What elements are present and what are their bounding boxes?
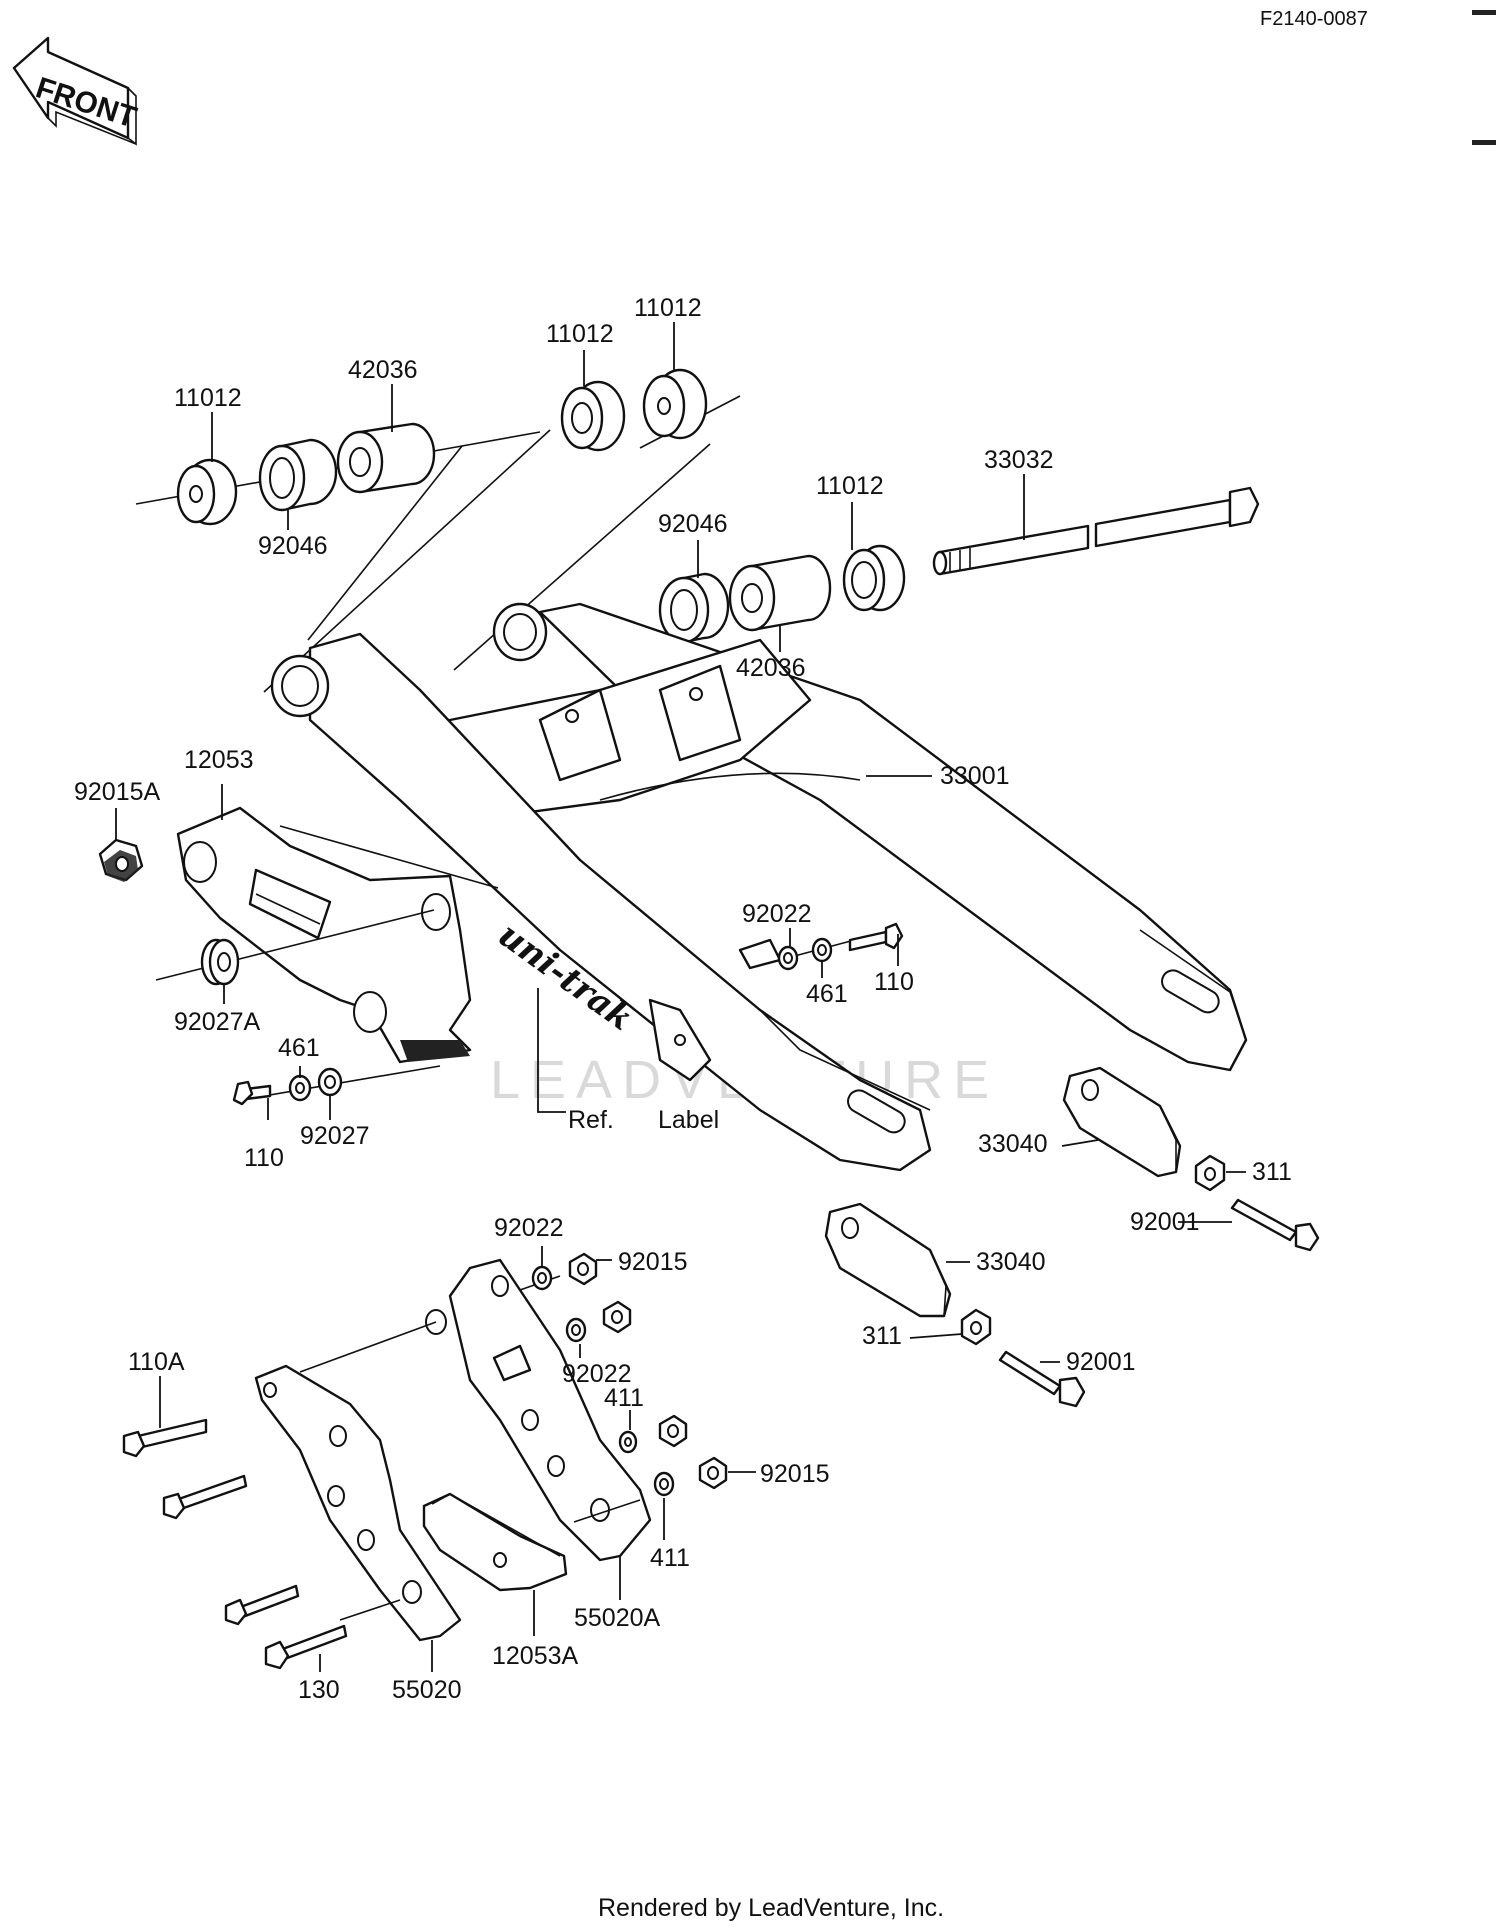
callout-55020: 55020	[392, 1676, 462, 1704]
swingarm-33001-icon	[263, 429, 1248, 1172]
callout-110: 110	[874, 968, 914, 996]
callout-411: 411	[650, 1544, 690, 1572]
chain-guide-12053-icon	[176, 806, 499, 1064]
callout-92022: 92022	[562, 1360, 632, 1388]
sleeve-42036-icon	[728, 554, 832, 632]
callout-92022: 92022	[494, 1214, 564, 1242]
chain-adjuster-33040-upper-icon	[1062, 1066, 1182, 1178]
callout-311: 311	[862, 1322, 902, 1350]
label-text: Label	[658, 1106, 719, 1134]
nut-92015A-icon	[98, 838, 144, 882]
callout-311: 311	[1252, 1158, 1292, 1186]
callout-55020A: 55020A	[574, 1604, 661, 1632]
callout-92046: 92046	[258, 532, 328, 560]
washer-92022-lower-icon	[565, 1317, 587, 1343]
washer-92022-upper-icon	[519, 1265, 561, 1291]
callout-92027A: 92027A	[174, 1008, 261, 1036]
chain-guide-plate-55020-icon	[254, 1364, 462, 1642]
callout-11012: 11012	[546, 320, 614, 348]
callout-33040: 33040	[978, 1130, 1048, 1158]
seal-11012-icon	[842, 544, 906, 612]
callout-11012: 11012	[174, 384, 242, 412]
callout-33032: 33032	[984, 446, 1054, 474]
callout-12053: 12053	[184, 746, 254, 774]
nut-icon	[658, 1414, 688, 1448]
callout-110A: 110A	[128, 1348, 185, 1376]
callout-461: 461	[806, 980, 848, 1008]
callout-92022: 92022	[742, 900, 812, 928]
nut-311-lower-icon	[960, 1308, 992, 1346]
seal-11012-icon	[642, 368, 708, 440]
needle-bearing-92046-icon	[258, 438, 338, 512]
callout-11012: 11012	[816, 472, 884, 500]
callout-labels: 11012 42036 92046 11012 11012 33032 1101…	[74, 294, 1292, 1704]
bolt-92001-upper-icon	[1230, 1198, 1320, 1252]
callout-92015: 92015	[618, 1248, 688, 1276]
bolt-110-icon	[232, 1065, 441, 1106]
chain-guide-plate-55020A-icon	[299, 1258, 652, 1562]
callout-110: 110	[244, 1144, 284, 1172]
callout-92015A: 92015A	[74, 778, 161, 806]
nut-92015-icon	[602, 1300, 632, 1334]
bolt-110-icon	[848, 922, 904, 952]
callout-92001: 92001	[1130, 1208, 1200, 1236]
washer-411-lower-icon	[653, 1471, 675, 1497]
needle-bearing-92046-icon	[658, 572, 730, 644]
scan-mark	[1472, 140, 1496, 145]
callout-130: 130	[298, 1676, 340, 1704]
callout-33040: 33040	[976, 1248, 1046, 1276]
seal-11012-icon	[176, 458, 238, 526]
callout-42036: 42036	[348, 356, 418, 384]
bolt-130-icon	[264, 1599, 401, 1670]
chain-guide-block-12053A-icon	[422, 1492, 568, 1592]
callout-92015: 92015	[760, 1460, 830, 1488]
nut-92015-lower-icon	[698, 1456, 728, 1490]
seal-group-top	[461, 368, 741, 452]
callout-461: 461	[278, 1034, 320, 1062]
leader-lines	[115, 322, 1246, 1672]
callout-411: 411	[604, 1384, 644, 1412]
collar-92027A-icon	[155, 909, 435, 986]
callout-12053A: 12053A	[492, 1642, 579, 1670]
bolt-icon	[162, 1474, 248, 1520]
bolt-icon	[224, 1584, 300, 1626]
ref-text: Ref.	[568, 1106, 614, 1134]
washer-92027-icon	[317, 1067, 343, 1097]
callout-92001: 92001	[1066, 1348, 1136, 1376]
bolt-92001-lower-icon	[998, 1350, 1086, 1408]
seal-11012-icon	[560, 380, 626, 452]
callout-92027: 92027	[300, 1122, 370, 1150]
scan-mark	[1472, 10, 1496, 15]
front-arrow-icon: FRONT	[12, 36, 140, 146]
chain-adjuster-33040-lower-icon	[824, 1202, 952, 1318]
diagram-code: F2140-0087	[1260, 8, 1368, 30]
nut-92015-upper-icon	[568, 1252, 598, 1286]
callout-33001: 33001	[940, 762, 1010, 790]
callout-42036: 42036	[736, 654, 806, 682]
washer-461-icon	[811, 937, 833, 963]
footer-credit: Rendered by LeadVenture, Inc.	[598, 1894, 944, 1922]
sleeve-42036-icon	[336, 422, 436, 494]
nut-311-upper-icon	[1194, 1154, 1226, 1192]
callout-11012: 11012	[634, 294, 702, 322]
washer-411-upper-icon	[618, 1430, 638, 1454]
washer-461-icon	[288, 1074, 312, 1102]
bearing-group-left	[135, 422, 464, 641]
callout-92046: 92046	[658, 510, 728, 538]
pivot-shaft-33032-icon	[932, 486, 1260, 576]
bolt-110A-icon	[122, 1418, 208, 1458]
